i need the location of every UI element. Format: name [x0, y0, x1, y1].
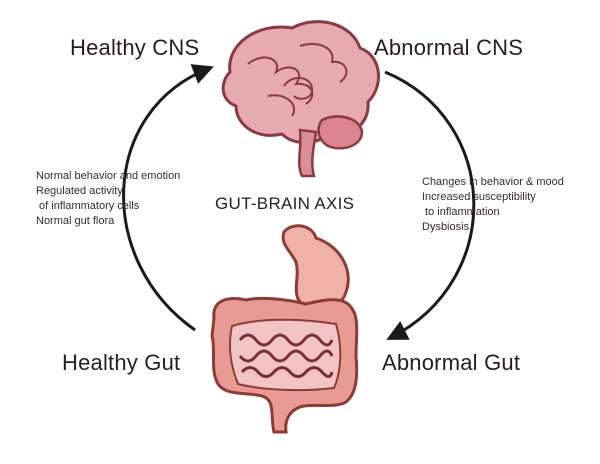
healthy-gut-label: Healthy Gut [62, 350, 181, 375]
abnormal-cns-label: Abnormal CNS [374, 35, 524, 60]
left-note: Normal behavior and emotion [36, 170, 181, 182]
axis-title: GUT-BRAIN AXIS [215, 194, 355, 213]
arrow-left-up [122, 64, 214, 332]
arrow-right-down [384, 70, 476, 340]
healthy-cns-label: Healthy CNS [70, 35, 200, 60]
left-note: Normal gut flora [36, 215, 115, 227]
gut-icon [210, 224, 359, 434]
brain-icon [221, 20, 380, 178]
right-notes: Changes in behavior & mood Increased sus… [422, 175, 564, 235]
left-notes: Normal behavior and emotion Regulated ac… [36, 169, 180, 229]
left-note: of inflammatory cells [36, 200, 140, 212]
abnormal-gut-label: Abnormal Gut [382, 350, 521, 375]
right-note: Changes in behavior & mood [422, 176, 564, 188]
right-note: Dysbiosis [422, 221, 470, 233]
right-note: Increased susceptibility [422, 191, 536, 203]
right-note: to inflammation [422, 206, 500, 218]
left-note: Regulated activity [36, 185, 123, 197]
